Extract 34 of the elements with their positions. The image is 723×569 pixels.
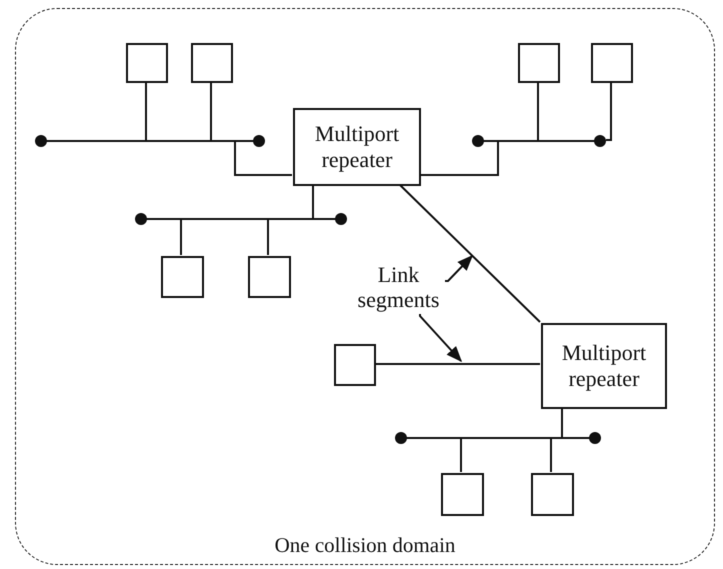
connector-line	[537, 82, 539, 140]
bus-segment	[134, 212, 348, 226]
connector-line	[312, 185, 314, 218]
station-box	[334, 344, 376, 386]
connector-line	[561, 408, 563, 437]
domain-label: One collision domain	[274, 533, 456, 558]
bus-segment	[34, 134, 266, 148]
station-box	[191, 43, 233, 83]
connector-line	[180, 218, 182, 255]
connector-line	[234, 140, 292, 176]
station-box	[591, 43, 633, 83]
leader-arrow	[419, 314, 462, 362]
callout-text: Link segments	[351, 259, 446, 315]
connector-line	[550, 437, 552, 472]
repeater-box: Multiport repeater	[293, 108, 421, 186]
connector-line	[420, 140, 499, 176]
connector-line	[399, 184, 541, 323]
station-box	[518, 43, 560, 83]
station-box	[441, 473, 484, 516]
connector-line	[460, 437, 462, 472]
connector-line	[606, 82, 612, 141]
repeater-box: Multiport repeater	[541, 323, 667, 409]
bus-segment	[394, 431, 602, 445]
station-box	[161, 256, 204, 298]
connector-line	[145, 82, 147, 140]
bus-segment	[471, 134, 607, 148]
connector-line	[375, 363, 540, 365]
connector-line	[210, 82, 212, 140]
station-box	[126, 43, 168, 83]
station-box	[248, 256, 291, 298]
connector-line	[267, 218, 269, 255]
collision-domain-boundary	[15, 8, 715, 565]
station-box	[531, 473, 574, 516]
leader-arrow	[445, 254, 474, 282]
